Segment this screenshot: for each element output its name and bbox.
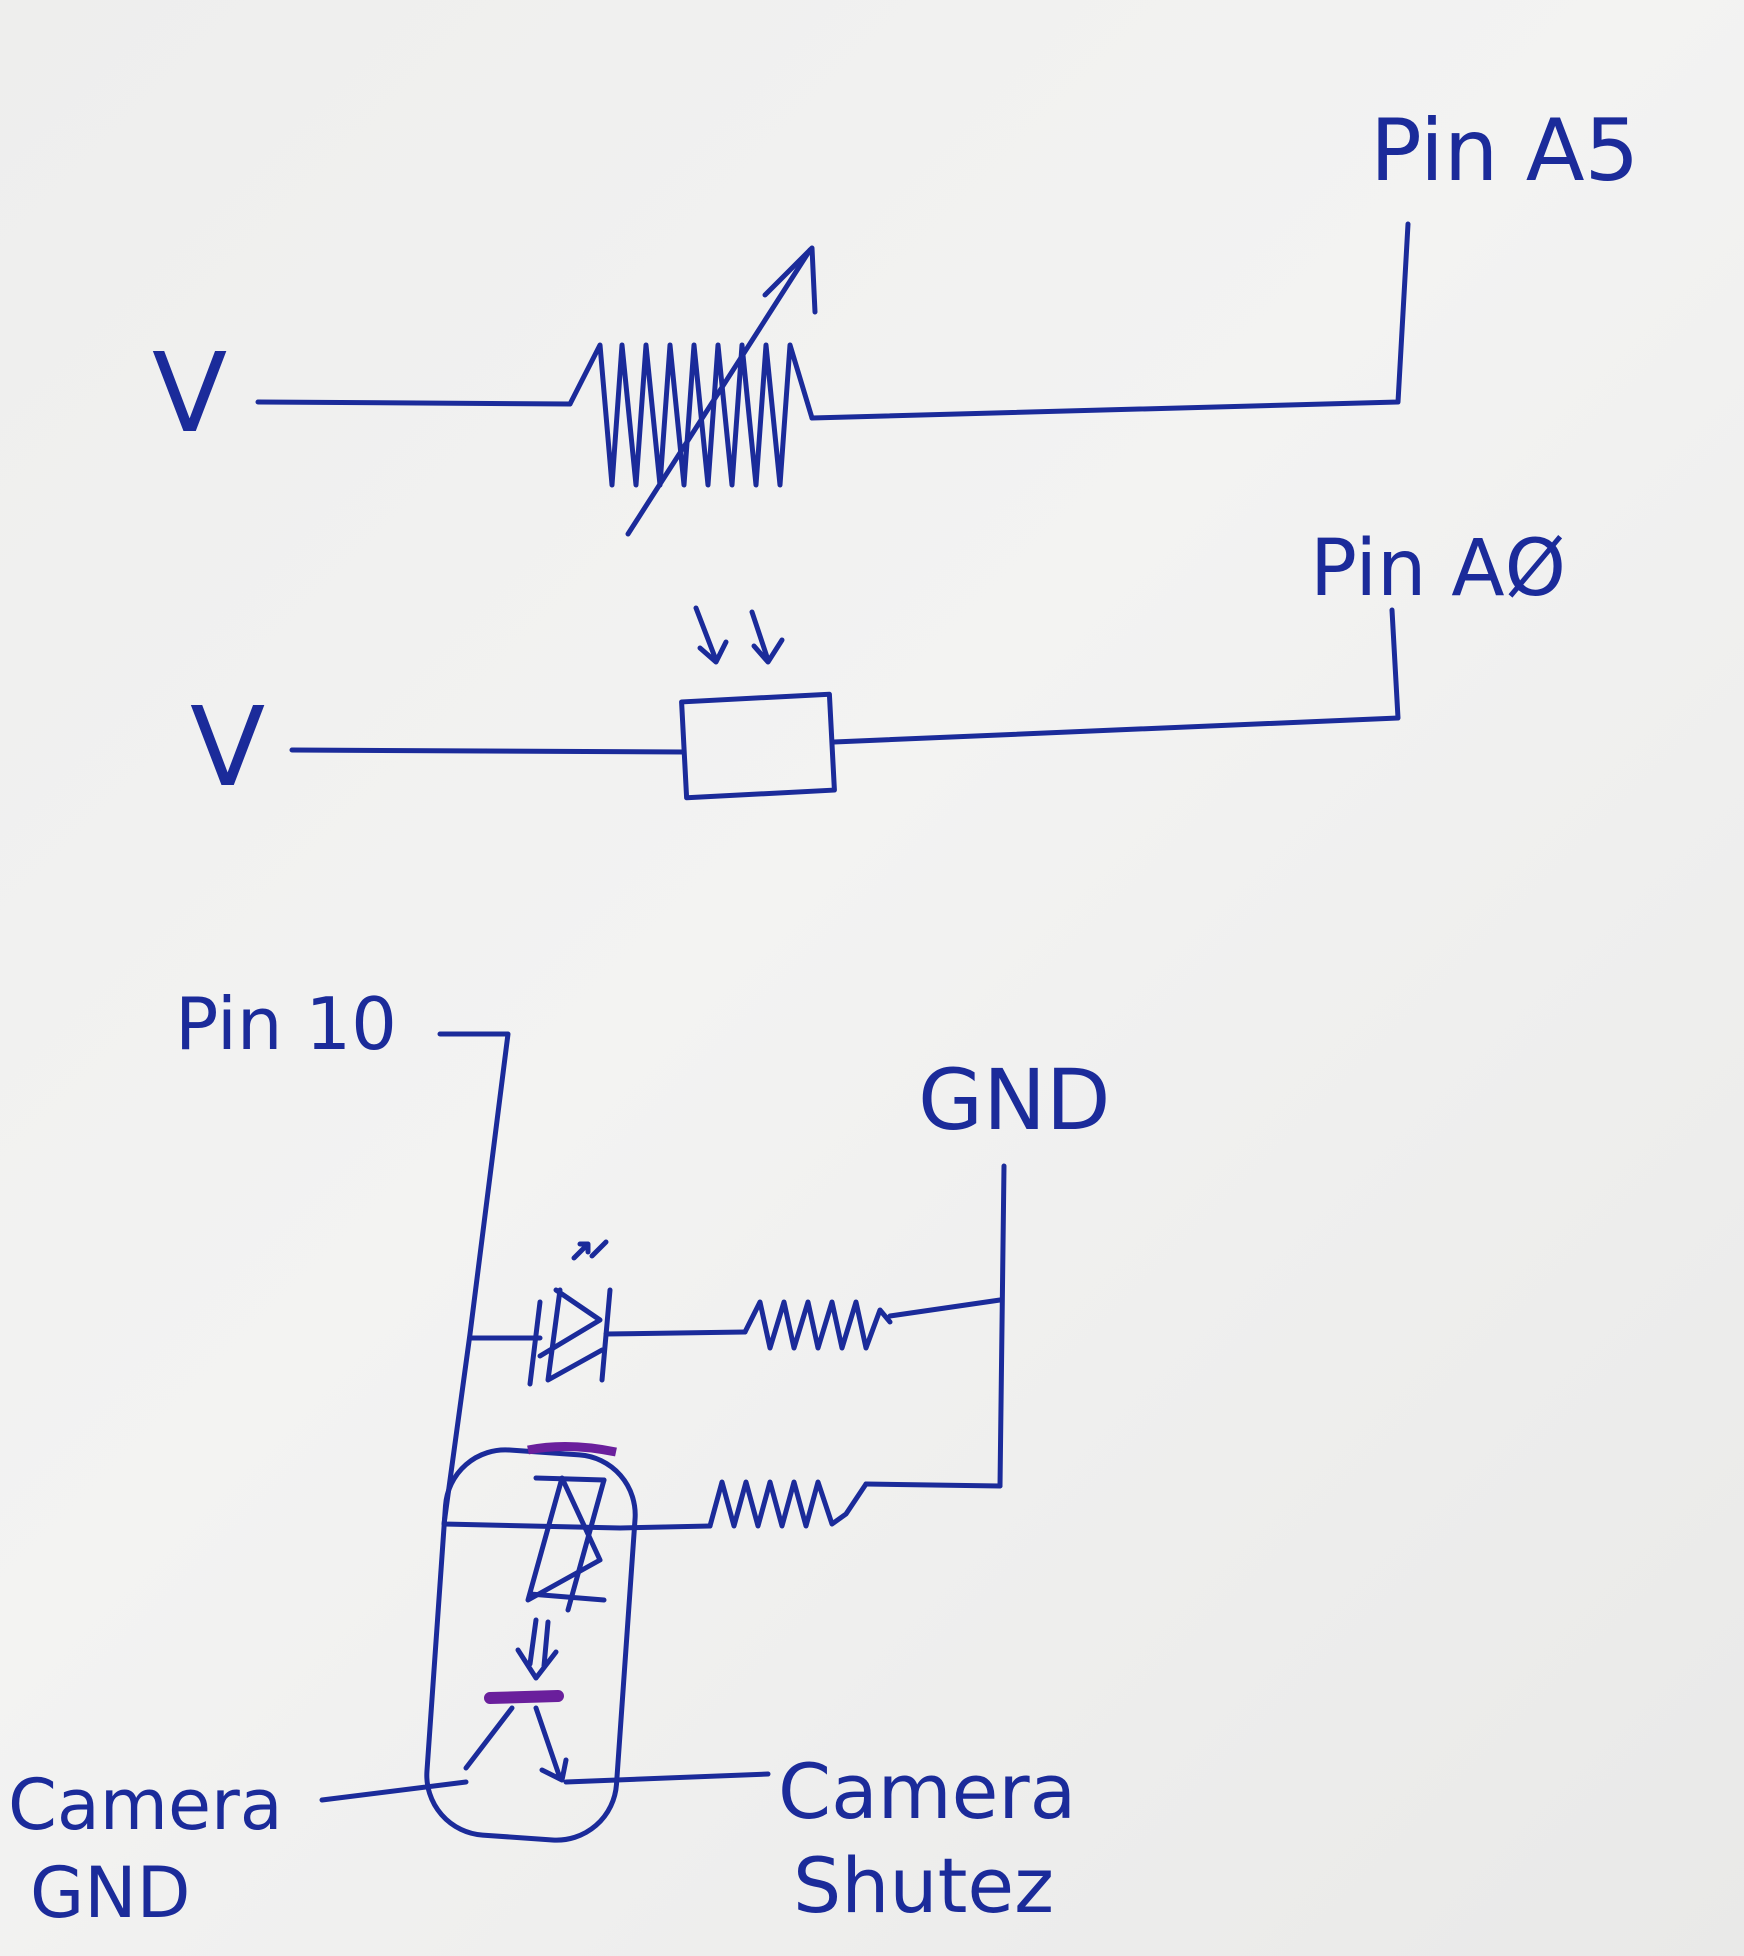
- wire-camera-gnd: [319, 1779, 469, 1803]
- wire-camera-shutter: [563, 1771, 771, 1785]
- optocoupler-outline: [424, 1447, 638, 1843]
- wire-v-to-ldr: [289, 747, 687, 755]
- label-camera-shutter-line1: Camera: [778, 1747, 1077, 1836]
- optocoupler: [319, 1441, 771, 1843]
- wire-resistor1-to-gnd: [887, 1297, 1003, 1319]
- opto-led-bar-bottom: [527, 1477, 607, 1613]
- label-pin-a0: Pin AØ: [1310, 524, 1566, 614]
- label-camera-gnd-line1: Camera: [8, 1764, 283, 1846]
- led-emission-arrows: [571, 1239, 609, 1261]
- label-v-mid: V: [190, 683, 266, 811]
- potentiometer-circuit: [255, 221, 1411, 537]
- photoresistor-body: [679, 691, 837, 801]
- wire-led-to-resistor: [603, 1329, 748, 1337]
- led-optocoupler-circuit: [437, 1031, 1007, 1531]
- opto-led-bar-top: [533, 1475, 607, 1483]
- light-arrow-1: [693, 605, 729, 665]
- photoresistor-circuit: [289, 605, 1401, 801]
- resistor-2: [707, 1479, 869, 1529]
- wire-v-to-pot: [255, 399, 573, 407]
- wire-pin10: [437, 1031, 623, 1531]
- led-triangle: [537, 1287, 605, 1383]
- opto-led-triangle: [525, 1475, 603, 1603]
- wire-gnd-rail: [997, 1163, 1007, 1489]
- potentiometer-arrow-line: [625, 247, 813, 537]
- phototransistor-emitter: [463, 1705, 515, 1771]
- opto-light-arrows: [515, 1617, 559, 1681]
- wire-ldr-to-a0: [831, 607, 1401, 745]
- label-camera-gnd-line2: GND: [30, 1852, 191, 1934]
- wire-pot-to-a5: [809, 221, 1411, 421]
- label-pin-10: Pin 10: [175, 982, 397, 1066]
- potentiometer-zigzag: [567, 342, 815, 488]
- resistor-1: [742, 1299, 893, 1351]
- light-arrow-2: [749, 609, 785, 665]
- phototransistor-base: [484, 1690, 564, 1704]
- label-gnd: GND: [918, 1051, 1111, 1149]
- label-camera-shutter-line2: Shutez: [793, 1841, 1055, 1930]
- potentiometer-arrow-head: [762, 245, 818, 315]
- label-v-top: V: [152, 329, 228, 457]
- optocoupler-highlight: [527, 1441, 617, 1457]
- led-anode-bar: [527, 1299, 543, 1387]
- label-pin-a5: Pin A5: [1370, 101, 1640, 201]
- wire-resistor2-to-gnd: [863, 1481, 1003, 1489]
- phototransistor-collector: [533, 1705, 569, 1783]
